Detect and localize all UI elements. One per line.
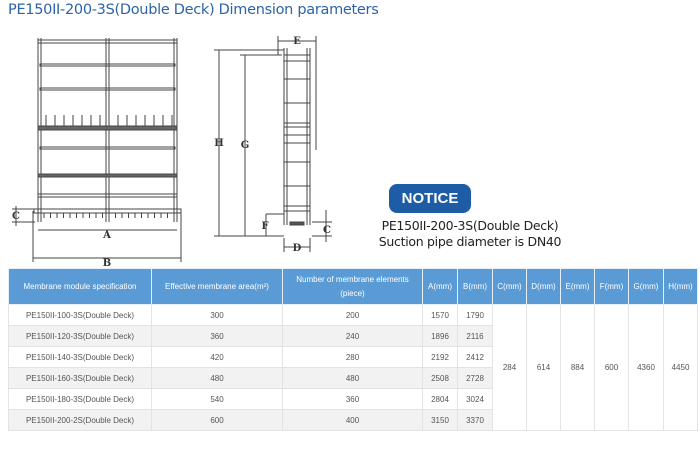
table-cell: 3370 <box>457 409 493 431</box>
table-cell: 600 <box>151 409 283 431</box>
shared-cell-c: 284 <box>492 304 527 431</box>
table-cell: PE150II-200-2S(Double Deck) <box>8 409 152 431</box>
dim-label-f: F <box>261 221 268 232</box>
table-cell: 540 <box>151 388 283 410</box>
notice-badge: NOTICE <box>389 184 471 213</box>
table-cell: 3150 <box>422 409 458 431</box>
column-header: F(mm) <box>594 268 629 305</box>
table-cell: 3024 <box>457 388 493 410</box>
dimension-drawing: A B C E H G F C D <box>12 36 332 268</box>
table-cell: PE150II-120-3S(Double Deck) <box>8 325 152 347</box>
column-header: D(mm) <box>526 268 561 305</box>
column-header: H(mm) <box>663 268 698 305</box>
table-cell: 240 <box>282 325 423 347</box>
page-title: PE150II-200-3S(Double Deck) Dimension pa… <box>8 2 379 18</box>
dim-label-c-side: C <box>323 225 331 236</box>
shared-cell-h: 4450 <box>663 304 698 431</box>
table-cell: 1790 <box>457 304 493 326</box>
table-cell: 2192 <box>422 346 458 368</box>
dim-label-b: B <box>103 258 111 268</box>
table-cell: 300 <box>151 304 283 326</box>
column-header: Membrane module specification <box>8 268 152 305</box>
table-cell: 280 <box>282 346 423 368</box>
table-cell: 360 <box>282 388 423 410</box>
shared-cell-g: 4360 <box>628 304 664 431</box>
dim-label-a: A <box>102 230 111 241</box>
column-header: Number of membrane elements (piece) <box>282 268 423 305</box>
dim-label-g: G <box>241 140 250 151</box>
table-cell: PE150II-160-3S(Double Deck) <box>8 367 152 389</box>
column-header: Effective membrane area(m²) <box>151 268 283 305</box>
table-cell: PE150II-100-3S(Double Deck) <box>8 304 152 326</box>
dim-label-d: D <box>293 243 302 254</box>
notice-model: PE150II-200-3S(Double Deck) <box>381 218 559 233</box>
table-cell: 2508 <box>422 367 458 389</box>
table-cell: 360 <box>151 325 283 347</box>
column-header: A(mm) <box>422 268 458 305</box>
table-cell: 480 <box>151 367 283 389</box>
side-view <box>214 36 332 252</box>
shared-cell-e: 884 <box>560 304 595 431</box>
table-cell: 2804 <box>422 388 458 410</box>
table-cell: PE150II-140-3S(Double Deck) <box>8 346 152 368</box>
table-cell: 200 <box>282 304 423 326</box>
table-cell: 2728 <box>457 367 493 389</box>
table-cell: PE150II-180-3S(Double Deck) <box>8 388 152 410</box>
table-cell: 480 <box>282 367 423 389</box>
shared-cell-f: 600 <box>594 304 629 431</box>
table-cell: 400 <box>282 409 423 431</box>
table-cell: 2412 <box>457 346 493 368</box>
table-cell: 420 <box>151 346 283 368</box>
front-view <box>12 38 182 262</box>
column-header: E(mm) <box>560 268 595 305</box>
column-header: C(mm) <box>492 268 527 305</box>
table-cell: 2116 <box>457 325 493 347</box>
dim-label-e: E <box>293 36 301 47</box>
dim-label-h: H <box>214 138 223 149</box>
notice-suction-pipe: Suction pipe diameter is DN40 <box>378 234 562 249</box>
dim-label-c-front: C <box>12 211 20 222</box>
column-header: G(mm) <box>628 268 664 305</box>
table-cell: 1570 <box>422 304 458 326</box>
column-header: B(mm) <box>457 268 493 305</box>
shared-cell-d: 614 <box>526 304 561 431</box>
table-cell: 1896 <box>422 325 458 347</box>
